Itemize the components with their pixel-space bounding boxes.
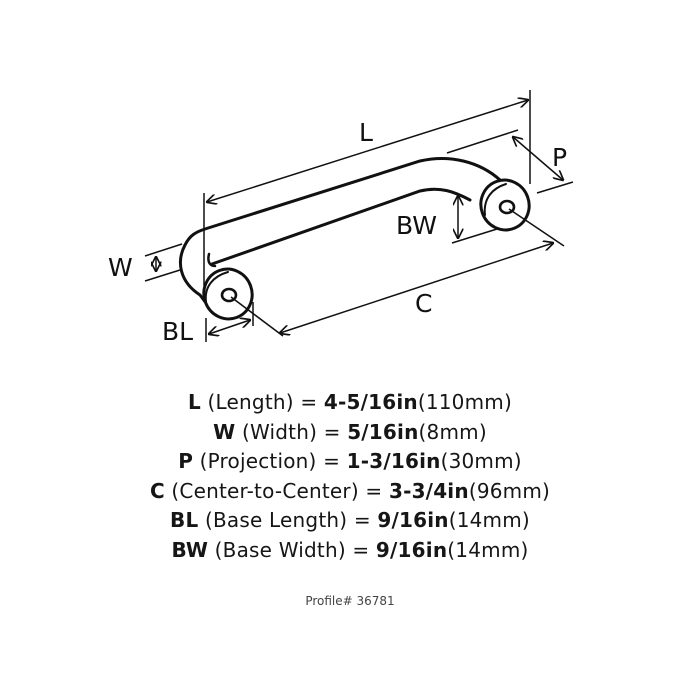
spec-code: W [213, 419, 236, 444]
spec-center-to-center: C (Center-to-Center) = 3-3/4in(96mm) [0, 477, 700, 507]
right-base-disc [479, 178, 531, 232]
spec-value: 1-3/16in [346, 449, 441, 473]
label-C: C [415, 289, 432, 318]
left-base-disc [202, 267, 254, 321]
spec-length: L (Length) = 4-5/16in(110mm) [0, 388, 700, 418]
dimension-lines [144, 90, 574, 342]
label-P: P [552, 143, 567, 172]
spec-value: 3-3/4in [388, 478, 469, 503]
dimension-labels: L P BW W C BL [108, 118, 567, 346]
spec-base-length: BL (Base Length) = 9/16in(14mm) [0, 506, 700, 536]
spec-code: BW [171, 537, 209, 562]
label-L: L [359, 118, 373, 147]
handle-drawing [179, 157, 531, 321]
spec-eq: = [353, 508, 371, 532]
dimension-spec-list: L (Length) = 4-5/16in(110mm) W (Width) =… [0, 388, 700, 565]
spec-metric: (96mm) [468, 478, 551, 503]
spec-eq: = [300, 390, 318, 414]
spec-desc: (Base Width) [214, 537, 346, 562]
spec-code: C [149, 478, 165, 503]
spec-desc: (Length) [207, 390, 294, 414]
handle-dimension-diagram: L P BW W C BL [108, 90, 574, 346]
spec-eq: = [365, 478, 383, 503]
spec-code: BL [170, 508, 199, 532]
spec-metric: (14mm) [448, 508, 530, 532]
spec-value: 5/16in [347, 419, 419, 444]
spec-metric: (14mm) [447, 537, 529, 562]
spec-value: 9/16in [375, 537, 448, 562]
spec-eq: = [352, 537, 370, 562]
spec-desc: (Base Length) [205, 508, 348, 532]
label-BL: BL [162, 317, 193, 346]
spec-desc: (Center-to-Center) [171, 478, 359, 503]
spec-metric: (30mm) [440, 449, 522, 473]
spec-eq: = [323, 449, 341, 473]
spec-eq: = [323, 419, 341, 444]
spec-projection: P (Projection) = 1-3/16in(30mm) [0, 447, 700, 477]
profile-number: Profile# 36781 [305, 594, 395, 608]
label-W: W [108, 253, 133, 282]
label-BW: BW [396, 211, 437, 240]
spec-width: W (Width) = 5/16in(8mm) [0, 418, 700, 448]
spec-metric: (8mm) [418, 419, 487, 444]
spec-value: 4-5/16in [323, 390, 418, 414]
spec-base-width: BW (Base Width) = 9/16in(14mm) [0, 536, 700, 566]
spec-code: P [178, 449, 194, 473]
spec-metric: (110mm) [417, 390, 512, 414]
spec-desc: (Width) [241, 419, 318, 444]
spec-value: 9/16in [377, 508, 449, 532]
spec-desc: (Projection) [199, 449, 317, 473]
spec-code: L [188, 390, 201, 414]
